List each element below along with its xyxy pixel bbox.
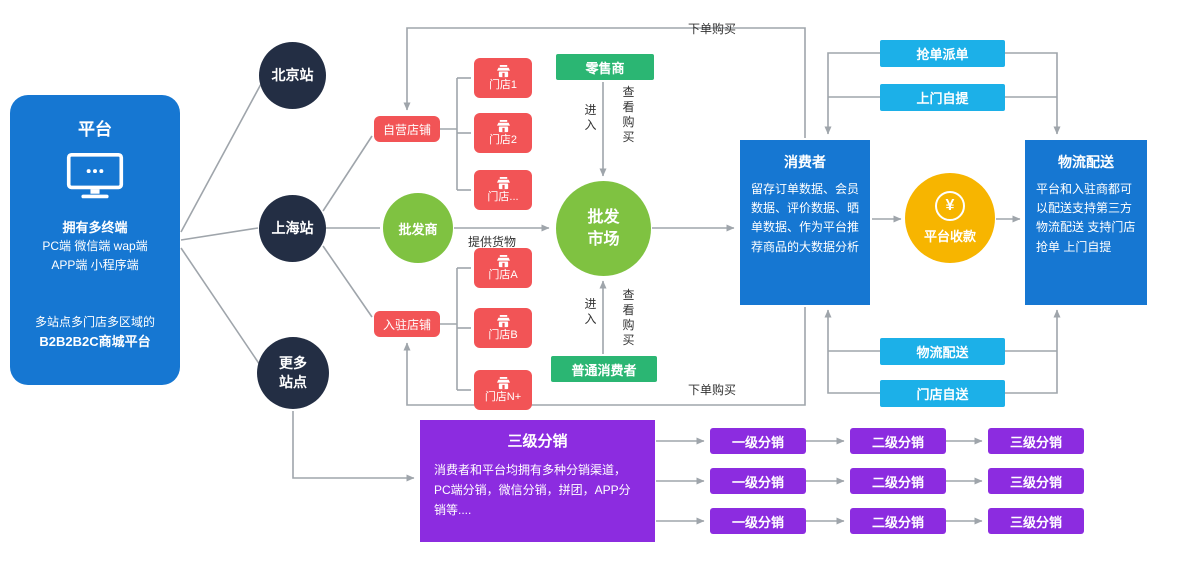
enter-label-bottom: 进入 [584, 297, 597, 326]
storefront-icon [496, 120, 510, 133]
distribution-level-row2-l2: 二级分销 [850, 468, 946, 494]
store-box-settled-1: 门店A [474, 248, 532, 288]
distribution-panel: 三级分销 消费者和平台均拥有多种分销渠道，PC端分销，微信分销，拼团，APP分销… [420, 420, 655, 542]
ordinary-consumer-label: 普通消费者 [571, 362, 637, 378]
market-label-2: 市场 [587, 230, 620, 248]
store-label: 门店1 [488, 79, 518, 91]
distribution-level-row3-l1: 一级分销 [710, 508, 806, 534]
distribution-level-row2-l1: 一级分销 [710, 468, 806, 494]
wholesale-market-circle: 批发 市场 [556, 181, 651, 276]
store-box-settled-2: 门店B [474, 308, 532, 348]
store-label: 门店B [488, 329, 518, 341]
logistics-title: 物流配送 [1058, 154, 1114, 170]
platform-title: 平台 [78, 120, 112, 139]
site-circle-shanghai: 上海站 [259, 195, 326, 262]
level-label: 三级分销 [1009, 514, 1062, 530]
site-circle-beijing: 北京站 [259, 42, 326, 109]
store-box-self-3: 门店... [474, 170, 532, 210]
payment-label: 平台收款 [923, 229, 976, 244]
distribution-level-row1-l1: 一级分销 [710, 428, 806, 454]
ordinary-consumer-box: 普通消费者 [551, 356, 657, 382]
shanghai-edges [322, 135, 380, 318]
retailer-label: 零售商 [585, 60, 625, 76]
logistics-body: 平台和入驻商都可以配送支持第三方物流配送 支持门店抢单 上门自提 [1036, 182, 1136, 254]
level-label: 三级分销 [1009, 434, 1062, 450]
distribution-body: 消费者和平台均拥有多种分销渠道，PC端分销，微信分销，拼团，APP分销等.... [434, 463, 631, 517]
delivery-option-grab-dispatch: 抢单派单 [880, 40, 1005, 67]
store-box-self-2: 门店2 [474, 113, 532, 153]
store-label: 门店2 [488, 134, 518, 146]
distribution-level-row3-l3: 三级分销 [988, 508, 1084, 534]
level-label: 二级分销 [871, 474, 924, 490]
self-store-label: 自营店铺 [382, 122, 431, 137]
distribution-level-row2-l3: 三级分销 [988, 468, 1084, 494]
delivery-option-logistics: 物流配送 [880, 338, 1005, 365]
market-label-1: 批发 [587, 208, 620, 226]
level-label: 一级分销 [731, 434, 784, 450]
platform-desc-line1: 多站点多门店多区域的 [34, 315, 155, 329]
monitor-icon [10, 152, 180, 206]
delivery-option-label: 抢单派单 [916, 47, 969, 62]
level-label: 一级分销 [731, 474, 784, 490]
store-label: 门店A [488, 269, 518, 281]
consumer-body: 留存订单数据、会员数据、评价数据、晒单数据、作为平台推荐商品的大数据分析 [751, 182, 860, 254]
distribution-title: 三级分销 [507, 433, 568, 450]
logistics-panel: 物流配送 平台和入驻商都可以配送支持第三方物流配送 支持门店抢单 上门自提 [1025, 140, 1147, 305]
platform-site-edges [180, 83, 263, 369]
settled-store-tag: 入驻店铺 [374, 311, 440, 337]
storefront-icon [496, 377, 510, 390]
view-buy-label-top: 查看购买 [622, 85, 635, 144]
supply-goods-label: 提供货物 [468, 235, 517, 249]
storefront-icon [496, 315, 510, 328]
platform-desc-line2: B2B2B2C商城平台 [39, 334, 151, 349]
platform-terminals-line1: PC端 微信端 wap端 [42, 239, 148, 253]
view-buy-label-bottom: 查看购买 [622, 288, 635, 347]
enter-label-top: 进入 [584, 103, 597, 132]
storefront-icon [496, 177, 510, 190]
consumer-title: 消费者 [784, 154, 826, 170]
level-label: 二级分销 [871, 514, 924, 530]
site-label-more-2: 站点 [279, 374, 307, 390]
self-store-tag: 自营店铺 [374, 116, 440, 142]
consumer-panel: 消费者 留存订单数据、会员数据、评价数据、晒单数据、作为平台推荐商品的大数据分析 [740, 140, 870, 305]
store-label: 门店... [487, 191, 519, 203]
store-box-self-1: 门店1 [474, 58, 532, 98]
distribution-level-row3-l2: 二级分销 [850, 508, 946, 534]
level-label: 三级分销 [1009, 474, 1062, 490]
site-label-more-1: 更多 [279, 355, 307, 372]
site-label-beijing: 北京站 [271, 67, 314, 84]
distribution-level-row1-l3: 三级分销 [988, 428, 1084, 454]
platform-terminals-line2: APP端 小程序端 [51, 258, 139, 272]
site-label-shanghai: 上海站 [271, 220, 314, 237]
order-buy-label-bottom: 下单购买 [688, 383, 737, 397]
level-label: 二级分销 [871, 434, 924, 450]
order-buy-label-top: 下单购买 [688, 22, 737, 36]
delivery-option-label: 上门自提 [916, 91, 969, 106]
store-label: 门店N+ [484, 391, 522, 403]
delivery-option-label: 物流配送 [916, 345, 969, 360]
yen-icon: ¥ [935, 191, 965, 221]
wholesaler-label: 批发商 [398, 221, 438, 237]
platform-terminals-heading: 拥有多终端 [62, 220, 128, 235]
storefront-icon [496, 65, 510, 78]
delivery-option-self-pickup: 上门自提 [880, 84, 1005, 111]
store-box-settled-3: 门店N+ [474, 370, 532, 410]
site-circle-more: 更多 站点 [257, 337, 329, 409]
wholesaler-circle: 批发商 [383, 193, 453, 263]
level-label: 一级分销 [731, 514, 784, 530]
payment-circle: ¥ 平台收款 [905, 173, 995, 263]
platform-panel: 平台 拥有多终端 PC端 微信端 wap端 APP端 小程序端 多站点多门店多区… [10, 95, 180, 385]
delivery-option-label: 门店自送 [916, 387, 969, 402]
delivery-option-store-delivery: 门店自送 [880, 380, 1005, 407]
retailer-box: 零售商 [556, 54, 654, 80]
settled-store-label: 入驻店铺 [382, 317, 431, 332]
storefront-icon [496, 255, 510, 268]
distribution-level-row1-l2: 二级分销 [850, 428, 946, 454]
